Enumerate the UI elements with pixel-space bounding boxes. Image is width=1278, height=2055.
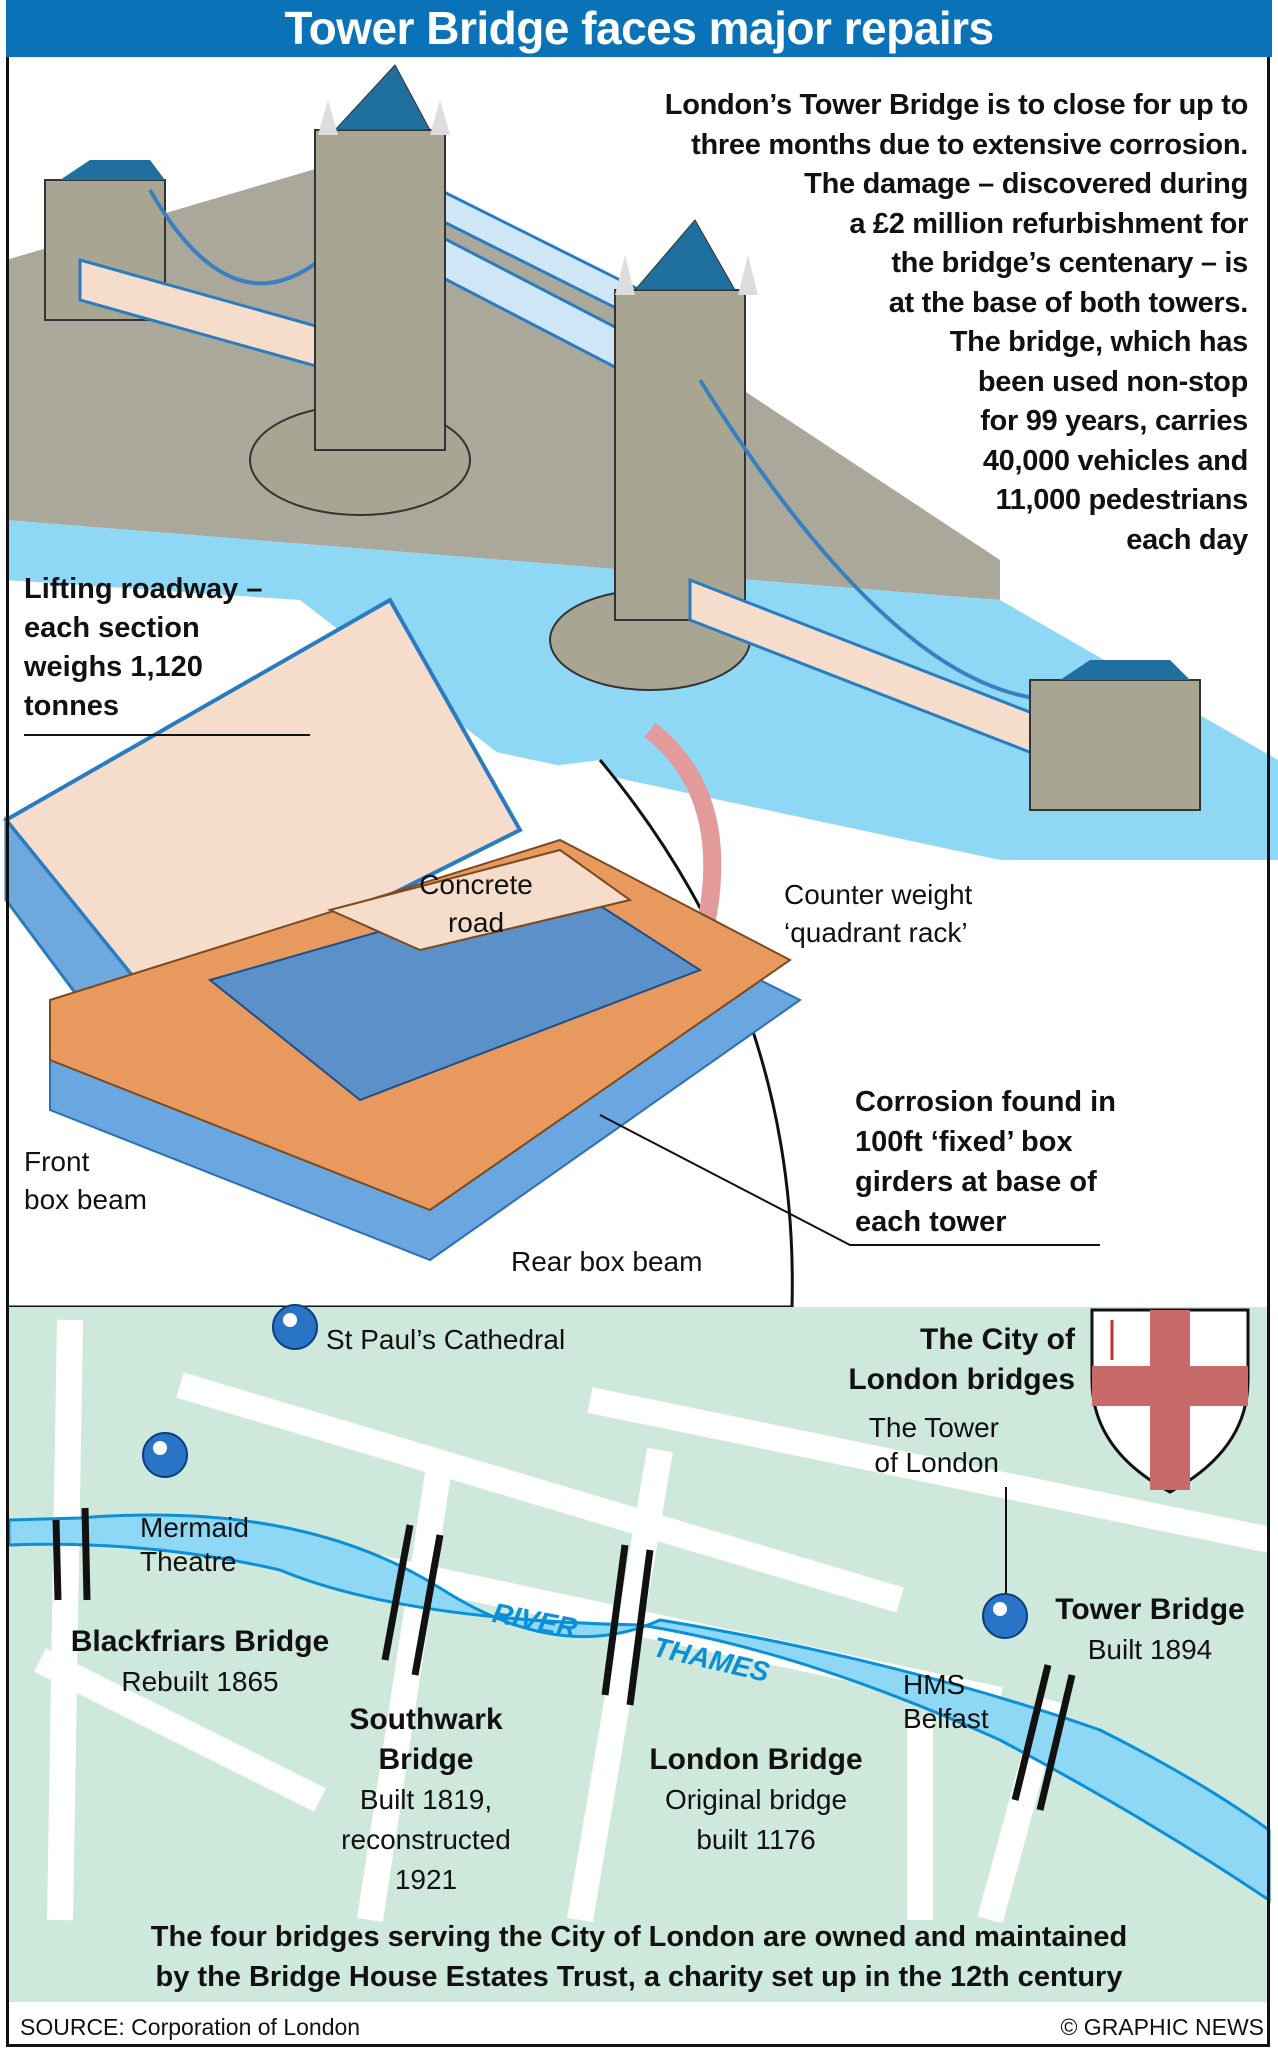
intro-line: The bridge, which has bbox=[949, 326, 1249, 358]
left-tower bbox=[314, 129, 446, 451]
right-tower bbox=[614, 289, 746, 621]
bank bbox=[6, 150, 1000, 600]
frame bbox=[6, 57, 1270, 2047]
st-pauls-label: St Paul’s Cathedral bbox=[326, 1324, 566, 1355]
left-tower-roof bbox=[333, 64, 431, 131]
map-bridges bbox=[52, 1507, 1076, 1811]
rear-box-beam-label: Rear box beam bbox=[511, 1246, 703, 1277]
intro-line: The damage – discovered during bbox=[804, 168, 1248, 200]
southwark-bridge-label: Southwark Bridge Built 1819,reconstructe… bbox=[341, 1703, 511, 1895]
intro-line: at the base of both towers. bbox=[888, 286, 1249, 319]
right-tower-roof bbox=[633, 219, 736, 291]
intro-line: for 99 years, carries bbox=[980, 405, 1248, 437]
abutment-roof bbox=[60, 160, 165, 180]
right-abutment bbox=[1029, 679, 1201, 811]
intro-line: the bridge’s centenary – is bbox=[891, 247, 1248, 279]
intro-line: each day bbox=[1126, 523, 1248, 556]
intro-line: London’s Tower Bridge is to close for up… bbox=[664, 89, 1249, 121]
source-credit: SOURCE: Corporation of London bbox=[20, 2014, 361, 2040]
concrete-road bbox=[326, 848, 633, 952]
city-of-london-shield-icon bbox=[1090, 1308, 1250, 1494]
intro-text: London’s Tower Bridge is to close for up… bbox=[488, 86, 1249, 560]
intro-line: three months due to extensive corrosion. bbox=[691, 128, 1248, 161]
intro-line: 11,000 pedestrians bbox=[995, 484, 1248, 516]
page-title: Tower Bridge faces major repairs bbox=[6, 0, 1272, 57]
map-caption: The four bridges serving the City of Lon… bbox=[150, 1921, 1128, 1993]
counter-weight-label: Counter weight‘quadrant rack’ bbox=[784, 879, 973, 948]
lifting-roadway-label: Lifting roadway –each section weighs 1,1… bbox=[24, 573, 263, 722]
intro-line: a £2 million refurbishment for bbox=[849, 207, 1248, 240]
intro-line: been used non-stop bbox=[977, 365, 1248, 398]
location-pins bbox=[142, 1304, 1028, 1639]
intro-line: 40,000 vehicles and bbox=[982, 444, 1248, 477]
graphic-news-credit: © GRAPHIC NEWS bbox=[1060, 2014, 1264, 2040]
quadrant-rack bbox=[644, 722, 722, 953]
